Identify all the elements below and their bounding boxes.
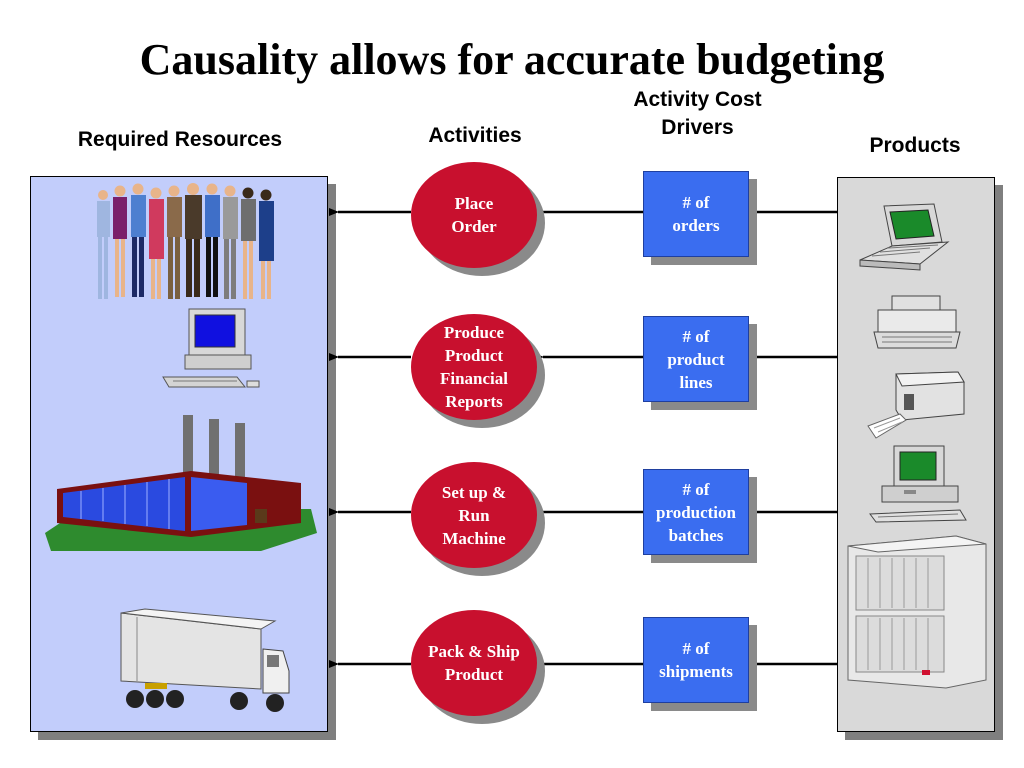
printer-icon — [867, 371, 965, 439]
activity-place-order: Place Order — [411, 162, 537, 268]
activity-setup-run-machine: Set up & Run Machine — [411, 462, 537, 568]
people-icon — [97, 183, 274, 299]
resources-panel — [30, 176, 328, 732]
desktop-computer-icon — [162, 308, 260, 388]
laptop-icon — [859, 203, 950, 271]
products-panel — [837, 177, 995, 732]
factory-icon — [45, 415, 317, 551]
driver-number-of-orders: # of orders — [643, 171, 749, 257]
activity-produce-financial-reports: Produce Product Financial Reports — [411, 314, 537, 420]
terminal-icon — [869, 445, 967, 523]
header-activities: Activities — [428, 124, 522, 147]
header-required-resources: Required Resources — [77, 128, 283, 151]
header-activity-cost-drivers: Activity Cost Drivers — [633, 88, 762, 139]
typewriter-icon — [873, 295, 961, 349]
truck-icon — [120, 608, 290, 712]
driver-number-of-production-batches: # of production batches — [643, 469, 749, 555]
driver-number-of-product-lines: # of product lines — [643, 316, 749, 402]
activity-pack-ship-product: Pack & Ship Product — [411, 610, 537, 716]
page-title: Causality allows for accurate budgeting — [139, 35, 885, 84]
header-products: Products — [869, 134, 961, 157]
server-cabinet-icon — [847, 535, 987, 689]
driver-number-of-shipments: # of shipments — [643, 617, 749, 703]
